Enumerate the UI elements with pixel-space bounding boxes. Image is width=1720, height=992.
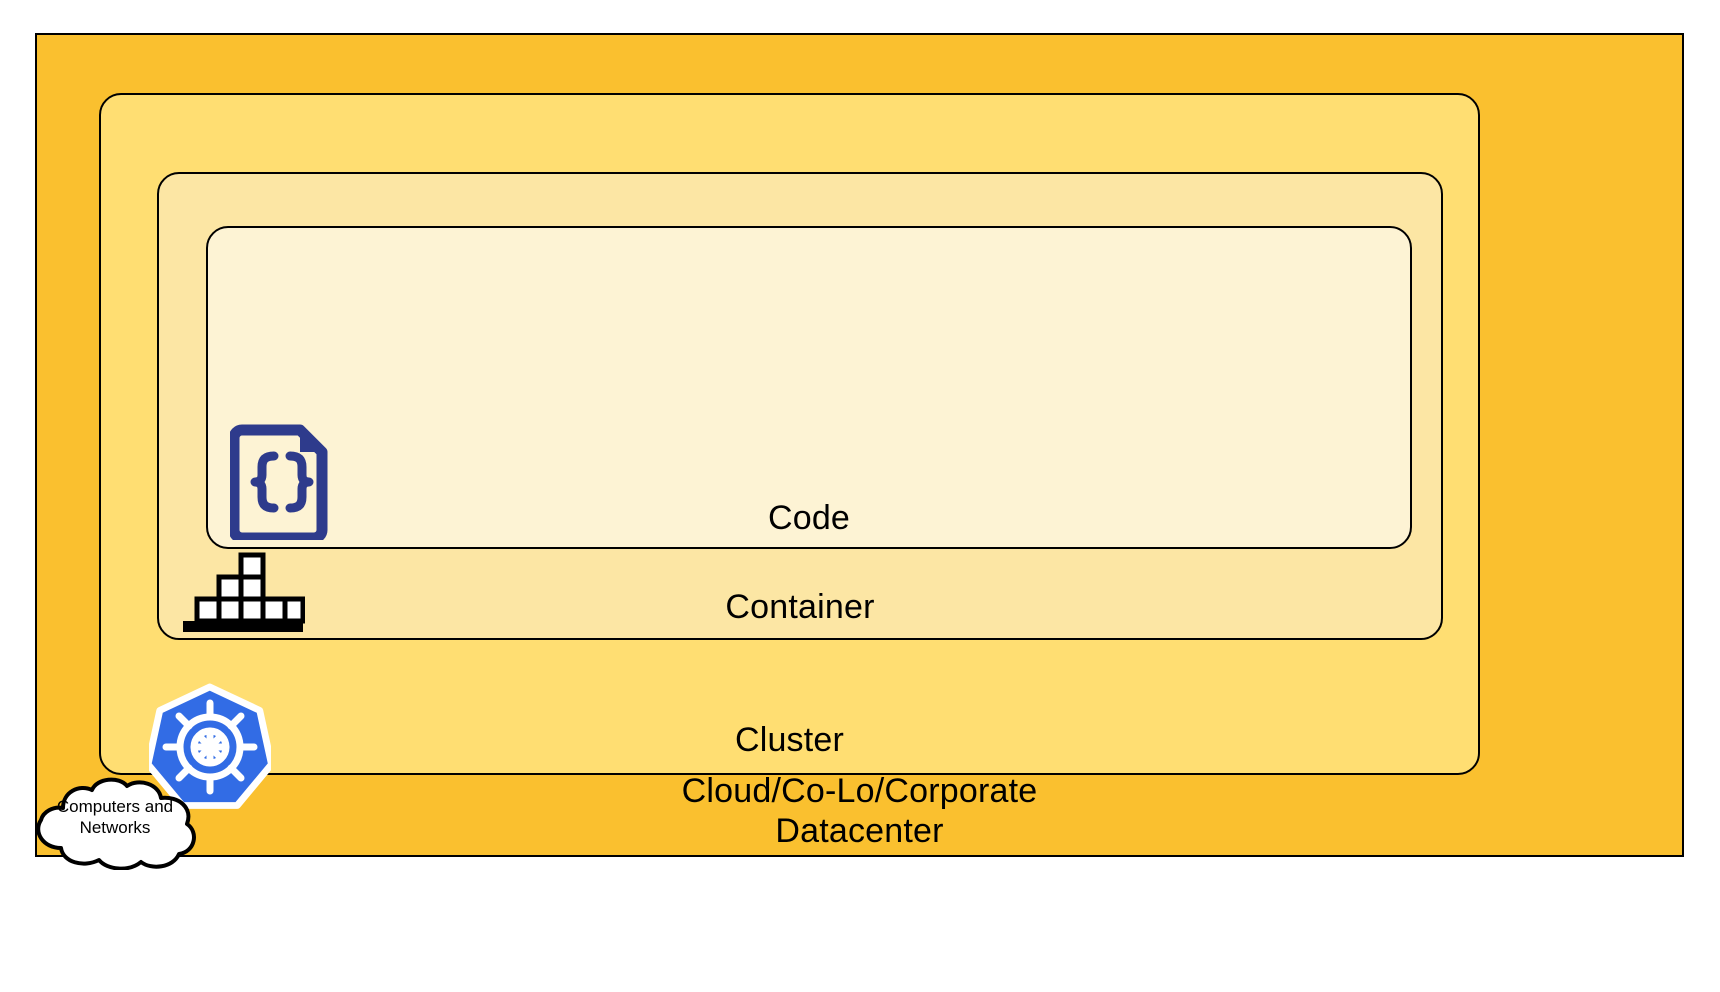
cloud-callout-label: Computers and Networks	[27, 796, 203, 838]
cloud-callout-computers-and-networks[interactable]: Computers and Networks	[27, 774, 203, 870]
layer-datacenter[interactable]: Code	[35, 33, 1684, 857]
container-blocks-icon	[177, 551, 306, 636]
cloud-callout-label-line-1: Computers and	[56, 797, 174, 816]
layer-label-datacenter: Cloud/Co-Lo/Corporate Datacenter	[37, 771, 1682, 851]
layer-container[interactable]: Code	[157, 172, 1443, 640]
layer-cluster[interactable]: Code	[99, 93, 1480, 809]
layer-label-datacenter-line-2: Datacenter	[775, 812, 944, 850]
cloud-callout-label-line-2: Networks	[79, 818, 151, 837]
layer-label-container: Container	[725, 588, 875, 626]
layer-label-cluster: Cluster	[734, 721, 845, 759]
layer-label-code: Code	[767, 499, 851, 537]
layer-label-datacenter-line-1: Cloud/Co-Lo/Corporate	[681, 772, 1038, 810]
json-document-icon	[228, 420, 334, 544]
layer-code[interactable]: Code	[206, 226, 1412, 549]
cloud-shape-icon	[36, 777, 196, 870]
kubernetes-icon	[144, 683, 275, 810]
